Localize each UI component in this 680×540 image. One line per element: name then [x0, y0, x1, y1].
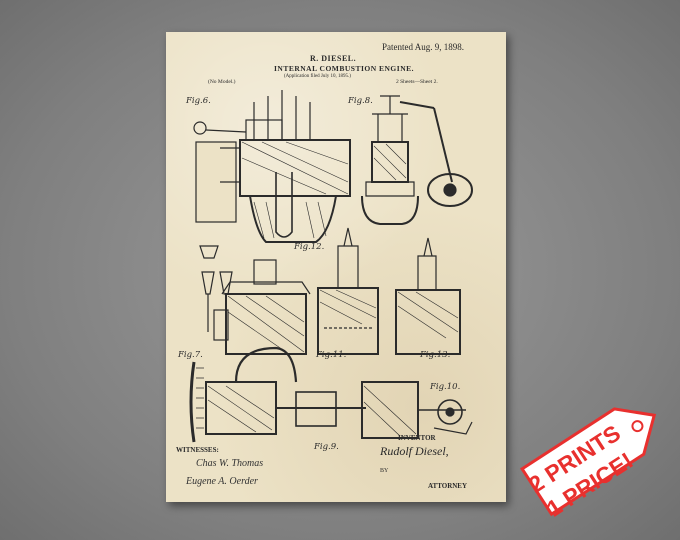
- fig9-yoke: [234, 346, 298, 383]
- price-tag-icon: [520, 407, 657, 517]
- by-label: BY: [380, 468, 389, 474]
- patent-drawing: [189, 90, 473, 443]
- inventor-label: INVENTOR: [398, 434, 436, 442]
- fig6-body: [239, 139, 351, 197]
- patent-date: Patented Aug. 9, 1898.: [382, 42, 464, 52]
- patent-application: (Application filed July 10, 1895.): [284, 74, 351, 79]
- witnesses-label: WITNESSES:: [176, 446, 219, 454]
- promo-tag: 2 PRINTS 1 PRICE!: [508, 380, 678, 530]
- fig9-flywheel: [189, 361, 196, 443]
- fig9-label: Fig.9.: [314, 442, 339, 452]
- fig13-cylinder: [395, 289, 461, 355]
- fig11-label: Fig.11.: [316, 350, 347, 360]
- patent-print: Patented Aug. 9, 1898. R. DIESEL. INTERN…: [166, 32, 506, 502]
- patent-sheets: 2 Sheets—Sheet 2.: [396, 79, 438, 85]
- fig6-ball: [193, 121, 207, 135]
- fig12-cylinder: [225, 293, 307, 355]
- fig12-label: Fig.12.: [294, 242, 325, 252]
- fig8-cam: [427, 173, 473, 207]
- fig6-label: Fig.6.: [186, 96, 211, 106]
- patent-title: INTERNAL COMBUSTION ENGINE.: [274, 64, 414, 73]
- fig13-label: Fig.13.: [420, 350, 451, 360]
- patent-model: (No Model.): [208, 79, 236, 85]
- fig11-cylinder: [317, 287, 379, 355]
- inventor-signature: Rudolf Diesel,: [380, 444, 449, 458]
- witness-signature-1: Chas W. Thomas: [196, 458, 264, 469]
- patent-inventor-header: R. DIESEL.: [310, 54, 357, 63]
- fig10-wheel: [437, 399, 463, 425]
- fig10-label: Fig.10.: [430, 382, 461, 392]
- fig7-label: Fig.7.: [178, 350, 203, 360]
- fig8-label: Fig.8.: [348, 96, 373, 106]
- witness-signature-2: Eugene A. Oerder: [186, 476, 258, 487]
- attorney-label: ATTORNEY: [428, 482, 468, 490]
